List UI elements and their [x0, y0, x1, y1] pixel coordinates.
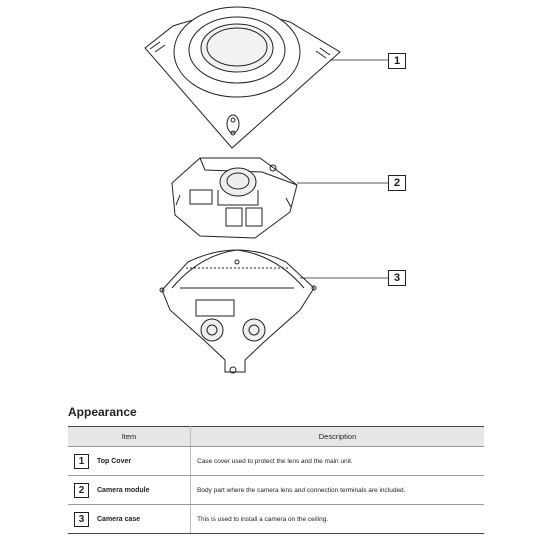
table-row: 1 Top Cover Case cover used to protect th…	[68, 446, 484, 476]
item-number: 3	[74, 511, 89, 527]
item-name: Camera case	[97, 515, 141, 523]
item-number: 2	[74, 482, 89, 498]
column-header-item: Item	[68, 426, 191, 447]
item-cell: 1 Top Cover	[68, 446, 191, 476]
callout-3: 3	[388, 270, 406, 286]
table-row: 3 Camera case This is used to install a c…	[68, 504, 484, 534]
item-cell: 2 Camera module	[68, 475, 191, 505]
camera-case-drawing	[159, 249, 317, 374]
column-header-description: Description	[190, 426, 484, 447]
table-row: 2 Camera module Body part where the camer…	[68, 475, 484, 505]
section-title: Appearance	[68, 405, 137, 419]
callout-2: 2	[388, 175, 406, 191]
appearance-table: Item Description 1 Top Cover Case cover u…	[68, 426, 484, 534]
item-name: Top Cover	[97, 457, 132, 465]
item-name: Camera module	[97, 486, 150, 494]
exploded-view-diagram	[144, 6, 388, 374]
item-description: This is used to install a camera on the …	[190, 504, 484, 534]
item-description: Body part where the camera lens and conn…	[190, 475, 484, 505]
top-cover-drawing	[144, 6, 341, 149]
callout-1: 1	[388, 53, 406, 69]
item-description: Case cover used to protect the lens and …	[190, 446, 484, 476]
table-header-row: Item Description	[68, 426, 484, 447]
item-number: 1	[74, 453, 89, 469]
item-cell: 3 Camera case	[68, 504, 191, 534]
camera-module-drawing	[171, 157, 298, 239]
